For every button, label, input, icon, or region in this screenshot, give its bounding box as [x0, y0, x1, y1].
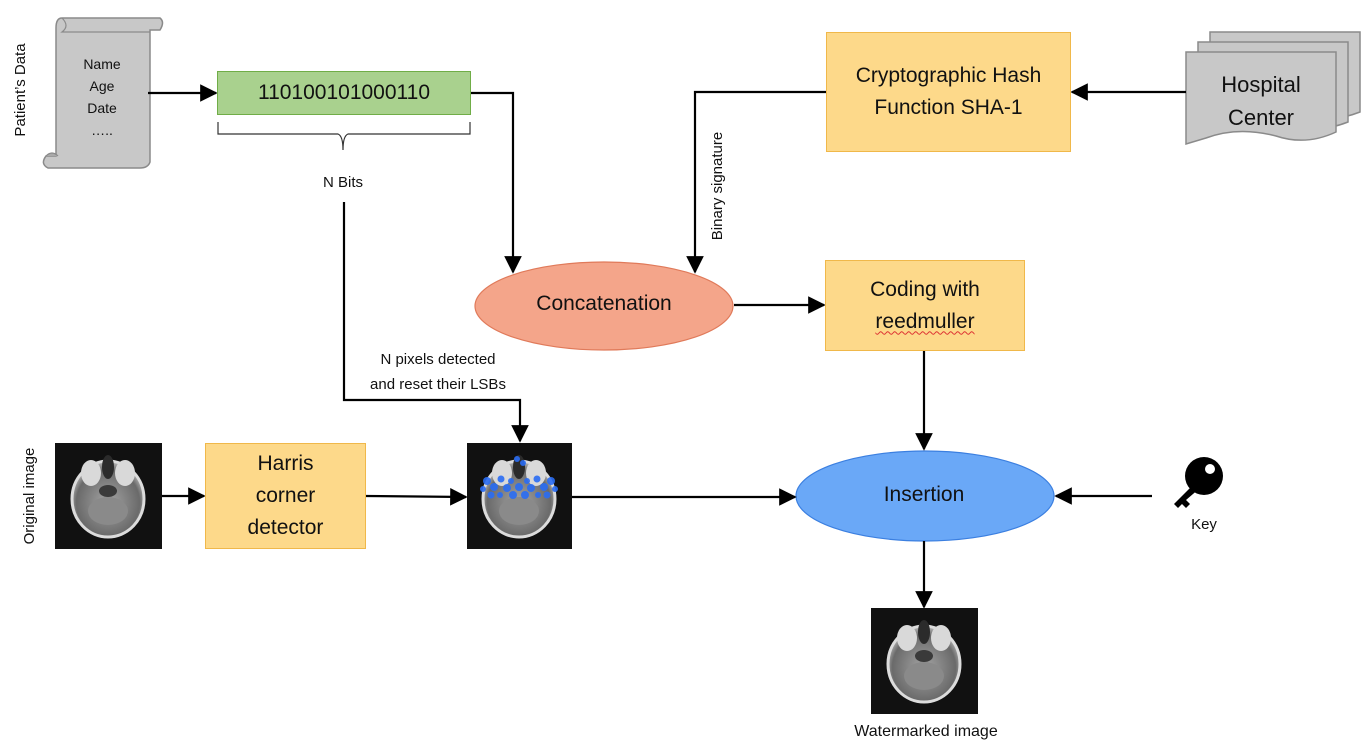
coding-line2: reedmuller	[875, 309, 975, 333]
harris-line3: detector	[247, 516, 324, 539]
harris-line2: corner	[255, 484, 316, 507]
harris-line1: Harris	[257, 452, 314, 475]
patients-data-label: Patient’s Data	[12, 43, 29, 137]
brain-mri-image	[70, 455, 146, 539]
hash-line2: Function SHA-1	[874, 96, 1023, 119]
n-bits-brace	[217, 122, 471, 151]
patient-field-age: Age	[89, 78, 115, 94]
original-image-label: Original image	[21, 447, 38, 545]
coding-line1: Coding with	[870, 277, 980, 301]
brain-mri-image	[480, 455, 558, 539]
hash-line1: Cryptographic Hash	[855, 64, 1042, 87]
patient-field-date: Date	[87, 100, 117, 116]
watermarked-image	[871, 608, 978, 714]
hospital-line2: Center	[1227, 105, 1295, 130]
pixels-note-line1: N pixels detected	[380, 351, 496, 368]
watermarked-image-label: Watermarked image	[854, 723, 998, 740]
key-icon	[1174, 457, 1223, 508]
multi-document-icon	[1185, 31, 1361, 146]
concatenation-label: Concatenation	[536, 292, 672, 315]
arrow-bits-to-concatenation	[470, 91, 522, 274]
patient-field-more: …..	[91, 122, 113, 138]
n-bits-label: N Bits	[322, 174, 363, 191]
harris-detector-box: Harris corner detector	[205, 443, 366, 549]
scroll-document-icon	[42, 17, 164, 169]
patient-field-name: Name	[83, 56, 121, 72]
pixels-note: N pixels detected and reset their LSBs	[344, 347, 532, 397]
arrow-nbits-to-detected	[342, 202, 529, 443]
coding-box: Coding with reedmuller	[825, 260, 1025, 351]
arrow-harris-to-detected	[365, 488, 468, 506]
bits-value: 110100101000110	[257, 81, 431, 104]
corner-points	[480, 456, 558, 499]
arrow-hash-to-concatenation	[686, 90, 826, 274]
bits-box: 110100101000110	[217, 71, 471, 115]
hospital-line1: Hospital	[1221, 72, 1301, 97]
pixels-note-line2: and reset their LSBs	[370, 376, 506, 393]
key-label: Key	[1191, 516, 1217, 533]
hospital-label: Hospital Center	[1186, 68, 1336, 134]
corner-detected-image	[467, 443, 572, 549]
original-image	[55, 443, 162, 549]
brain-mri-image	[886, 620, 962, 704]
insertion-label: Insertion	[883, 483, 965, 506]
concatenation-ellipse	[474, 261, 734, 351]
binary-signature-label: Binary signature	[709, 131, 726, 241]
hash-function-box: Cryptographic Hash Function SHA-1	[826, 32, 1071, 152]
